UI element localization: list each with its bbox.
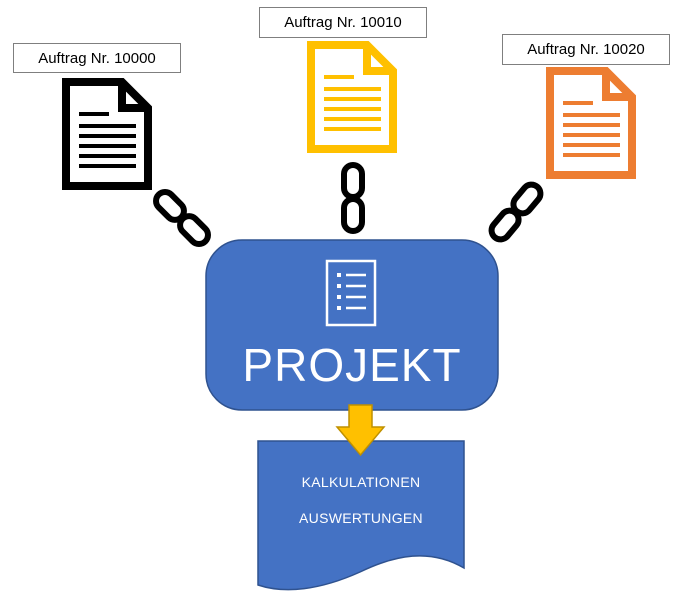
document-icon bbox=[311, 45, 393, 149]
order-label: Auftrag Nr. 10020 bbox=[502, 34, 670, 65]
order-label: Auftrag Nr. 10000 bbox=[13, 43, 181, 73]
output-line-calculations: KALKULATIONEN bbox=[301, 474, 421, 490]
project-title: PROJEKT bbox=[242, 339, 462, 391]
output-document bbox=[257, 440, 465, 591]
chain-link-icon bbox=[344, 165, 362, 231]
down-arrow-icon bbox=[335, 404, 386, 457]
document-icon bbox=[550, 71, 632, 175]
checklist-icon bbox=[325, 259, 377, 327]
document-icon bbox=[66, 82, 148, 186]
order-label: Auftrag Nr. 10010 bbox=[259, 7, 427, 38]
chain-link-icon bbox=[152, 188, 211, 247]
output-line-evaluations: AUSWERTUNGEN bbox=[299, 510, 423, 526]
chain-link-icon bbox=[488, 181, 544, 243]
